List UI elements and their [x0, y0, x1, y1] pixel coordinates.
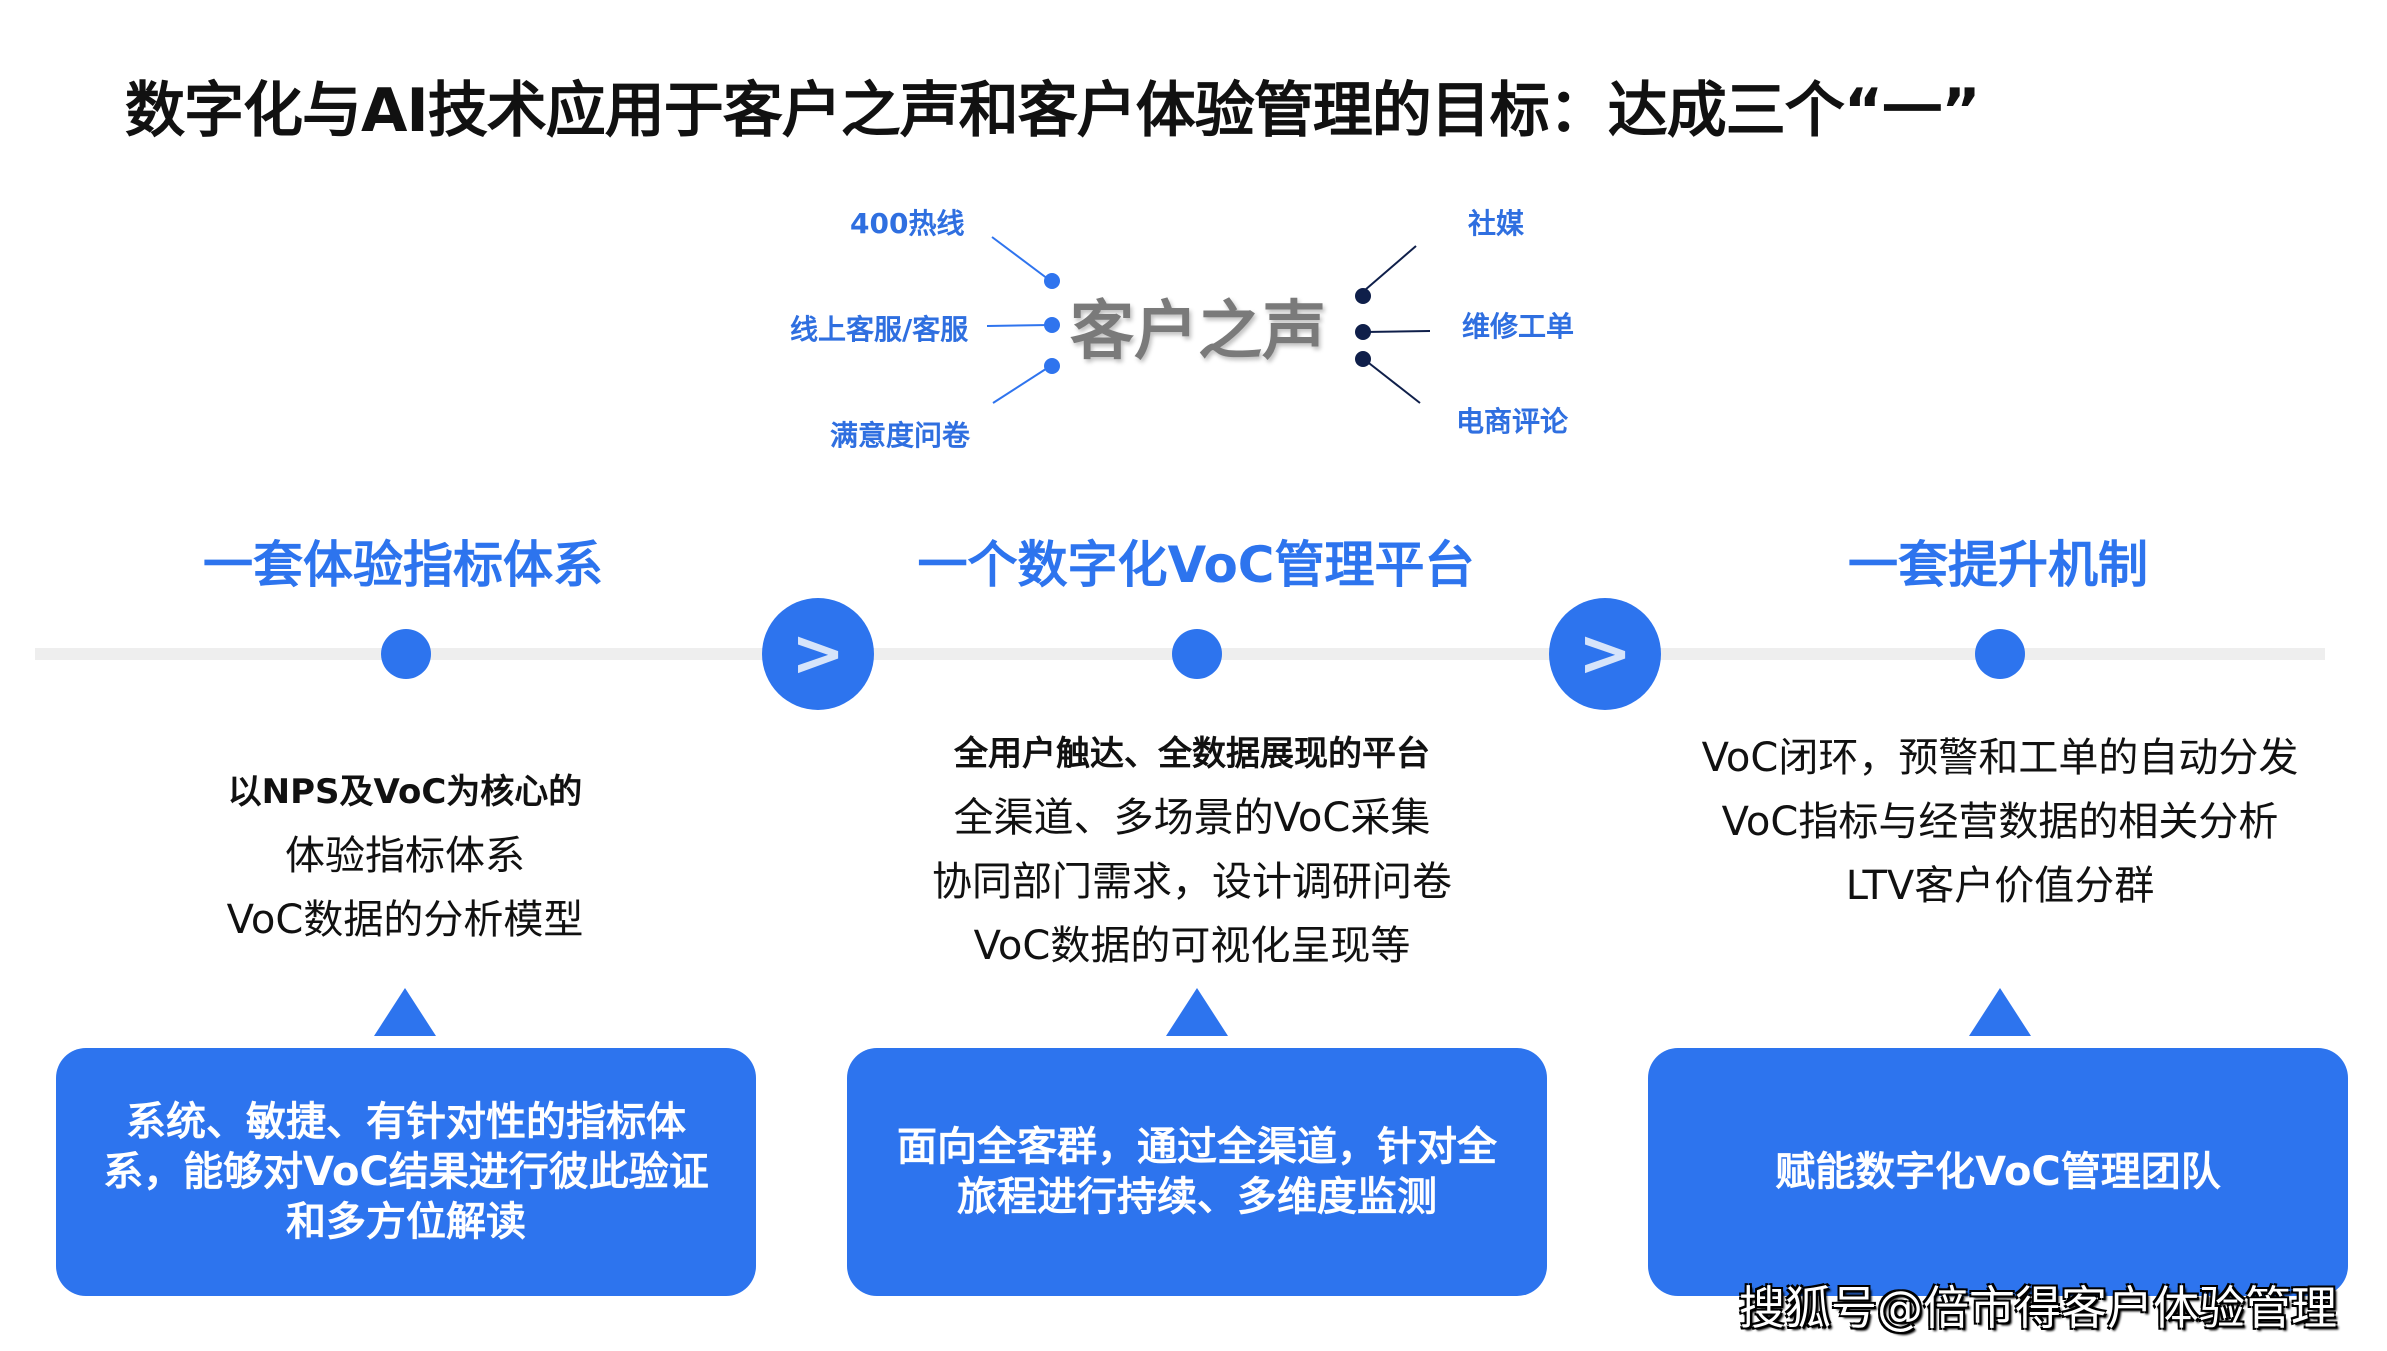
connector-dot	[1355, 288, 1371, 304]
desc-line: 协同部门需求，设计调研问卷	[932, 859, 1452, 905]
timeline-node	[1172, 629, 1222, 679]
voc-source-social: 社媒	[1468, 207, 1525, 240]
voc-source-hotline: 400热线	[850, 207, 965, 240]
connector-dot	[1355, 324, 1371, 340]
desc-line: LTV客户价值分群	[1845, 863, 2155, 909]
next-arrow-icon: >	[1549, 598, 1661, 710]
pillar-desc-mechanism: VoC闭环，预警和工单的自动分发 VoC指标与经营数据的相关分析 LTV客户价值…	[1702, 726, 2299, 918]
pillar-desc-platform: 全用户触达、全数据展现的平台 全渠道、多场景的VoC采集 协同部门需求，设计调研…	[932, 722, 1452, 978]
timeline-node	[1975, 629, 2025, 679]
connector-dot	[1355, 351, 1371, 367]
connector-dot	[1044, 273, 1060, 289]
pillar-card-metrics: 系统、敏捷、有针对性的指标体系，能够对VoC结果进行彼此验证和多方位解读	[56, 1048, 756, 1296]
desc-line: VoC数据的可视化呈现等	[973, 923, 1411, 969]
pillar-title-mechanism: 一套提升机制	[1848, 536, 2148, 594]
desc-line: 全渠道、多场景的VoC采集	[953, 795, 1431, 841]
desc-heading: 全用户触达、全数据展现的平台	[954, 734, 1430, 774]
desc-heading: 以NPS及VoC为核心的	[227, 772, 583, 812]
pillar-desc-metrics: 以NPS及VoC为核心的 体验指标体系 VoC数据的分析模型	[227, 760, 584, 952]
connector-dot	[1044, 358, 1060, 374]
pillar-title-metrics: 一套体验指标体系	[203, 536, 603, 594]
pointer-triangle	[374, 988, 436, 1036]
connector-dot	[1044, 317, 1060, 333]
voc-center-label: 客户之声	[1070, 295, 1326, 369]
pillar-card-platform: 面向全客群，通过全渠道，针对全旅程进行持续、多维度监测	[847, 1048, 1547, 1296]
next-arrow-icon: >	[762, 598, 874, 710]
timeline-node	[381, 629, 431, 679]
desc-line: VoC闭环，预警和工单的自动分发	[1701, 735, 2299, 781]
voc-source-online-service: 线上客服/客服	[790, 313, 969, 346]
connector-lines	[986, 236, 1431, 404]
pointer-triangle	[1969, 988, 2031, 1036]
voc-source-ecommerce-review: 电商评论	[1456, 405, 1569, 438]
desc-line: VoC数据的分析模型	[226, 897, 584, 943]
voc-source-survey: 满意度问卷	[830, 419, 971, 452]
pillar-title-platform: 一个数字化VoC管理平台	[917, 536, 1475, 594]
desc-line: VoC指标与经营数据的相关分析	[1721, 799, 2279, 845]
watermark: 搜狐号@倍市得客户体验管理	[1739, 1281, 2337, 1335]
pillar-card-mechanism: 赋能数字化VoC管理团队	[1648, 1048, 2348, 1296]
voc-source-repair-order: 维修工单	[1462, 310, 1575, 343]
pointer-triangle	[1166, 988, 1228, 1036]
desc-line: 体验指标体系	[284, 833, 525, 879]
page-title: 数字化与AI技术应用于客户之声和客户体验管理的目标：达成三个“一”	[125, 76, 1981, 146]
